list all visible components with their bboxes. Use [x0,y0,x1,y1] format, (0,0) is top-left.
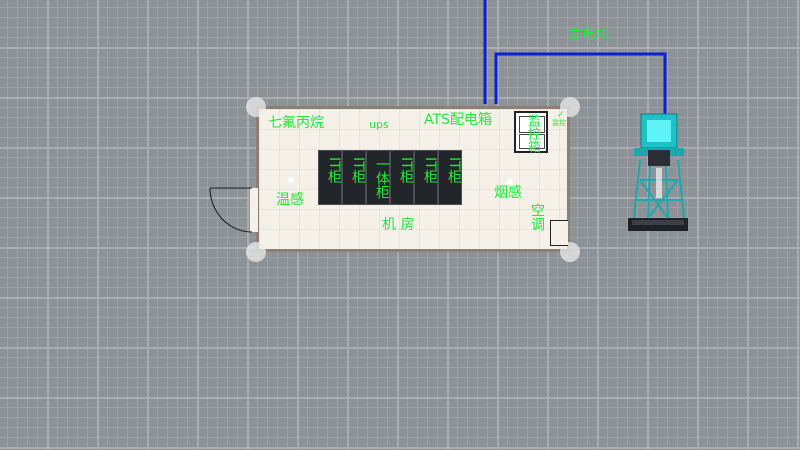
monitor-box[interactable] [514,111,548,153]
generator-label: 发电机 [568,27,610,43]
generator-cable [494,52,667,118]
smoke-sensor-dot [507,179,513,185]
temp-sensor-dot [288,177,294,183]
temp-sensor-label: 温感 [276,192,304,208]
ac-unit[interactable] [550,220,568,246]
it-cabinet-1[interactable]: IT柜 [318,150,342,205]
cabinet-label: IT柜 [446,157,462,184]
cabinet-label: IT柜 [350,157,366,184]
integrated-cabinet[interactable]: 一体柜 [366,150,390,205]
monitor-badge-label: 监控 [552,119,566,127]
cabinet-label: 一体柜 [374,157,390,199]
monitor-badge-icon: ✓ [557,110,565,120]
cabinet-label: IT柜 [326,157,342,184]
ats-box-label: ATS配电箱 [424,112,492,128]
smoke-sensor-label: 烟感 [494,185,522,201]
machine-room-label: 机 房 [382,217,415,233]
ups-label: ups [369,118,389,131]
room-corner-handle-tr[interactable] [560,97,580,117]
cabinet-label: IT柜 [422,157,438,184]
it-cabinet-3[interactable]: IT柜 [390,150,414,205]
room-corner-handle-br[interactable] [560,242,580,262]
cabinet-label: IT柜 [398,157,414,184]
it-cabinet-5[interactable]: IT柜 [438,150,462,205]
monitor-box-label: 监控箱 [525,114,540,153]
room-corner-handle-tl[interactable] [246,97,266,117]
it-cabinet-2[interactable]: IT柜 [342,150,366,205]
fire-suppression-label: 七氟丙烷 [268,115,324,131]
it-cabinet-4[interactable]: IT柜 [414,150,438,205]
ac-unit-label: 空调 [529,203,545,231]
room-corner-handle-bl[interactable] [246,242,266,262]
